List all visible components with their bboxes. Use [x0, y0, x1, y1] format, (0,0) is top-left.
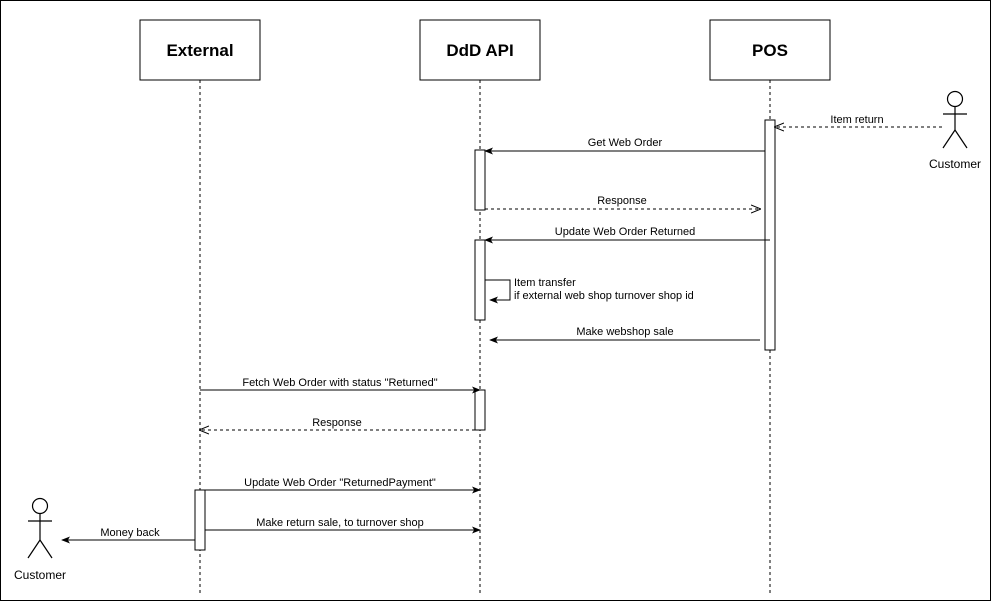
participant-label: DdD API: [446, 41, 513, 60]
actor-customer-left[interactable]: [27, 497, 53, 559]
participant-label: POS: [752, 41, 788, 60]
message-response-1[interactable]: Response: [485, 195, 760, 209]
message-label: Fetch Web Order with status "Returned": [242, 377, 437, 389]
message-fetch-returned[interactable]: Fetch Web Order with status "Returned": [200, 377, 481, 394]
participant-external[interactable]: External: [139, 19, 261, 81]
activation-ddd-1: [474, 149, 486, 211]
actor-head-icon: [31, 497, 49, 515]
actor-customer-right[interactable]: [942, 90, 968, 149]
message-label: Item return: [830, 114, 883, 126]
message-make-return-sale[interactable]: Make return sale, to turnover shop: [205, 517, 481, 534]
activation-external: [194, 489, 206, 551]
message-label: Make return sale, to turnover shop: [256, 517, 424, 529]
message-label: Item transfer: [514, 277, 576, 289]
message-item-transfer[interactable]: Item transfer if external web shop turno…: [485, 277, 694, 304]
message-label: Response: [597, 195, 647, 207]
activation-pos: [764, 119, 776, 351]
participant-label: External: [166, 41, 233, 60]
actor-customer-left-label: Customer: [14, 568, 66, 582]
message-update-returnedpayment[interactable]: Update Web Order "ReturnedPayment": [205, 477, 481, 494]
message-label: Update Web Order Returned: [555, 226, 695, 238]
message-label: Update Web Order "ReturnedPayment": [244, 477, 436, 489]
message-item-return[interactable]: Item return: [775, 114, 942, 127]
message-update-returned[interactable]: Update Web Order Returned: [484, 226, 770, 244]
message-label: Make webshop sale: [576, 326, 673, 338]
message-label-condition: if external web shop turnover shop id: [514, 290, 694, 302]
message-label: Money back: [100, 527, 160, 539]
message-label: Get Web Order: [588, 137, 663, 149]
participant-ddd-api[interactable]: DdD API: [419, 19, 541, 81]
participant-pos[interactable]: POS: [709, 19, 831, 81]
actor-customer-right-label: Customer: [929, 157, 981, 171]
activation-ddd-3: [474, 389, 486, 431]
message-label: Response: [312, 417, 362, 429]
message-response-2[interactable]: Response: [200, 417, 475, 430]
message-money-back[interactable]: Money back: [61, 527, 195, 544]
activation-ddd-2: [474, 239, 486, 321]
message-make-webshop-sale[interactable]: Make webshop sale: [489, 326, 760, 344]
message-get-web-order[interactable]: Get Web Order: [484, 137, 765, 155]
actor-head-icon: [946, 90, 964, 108]
